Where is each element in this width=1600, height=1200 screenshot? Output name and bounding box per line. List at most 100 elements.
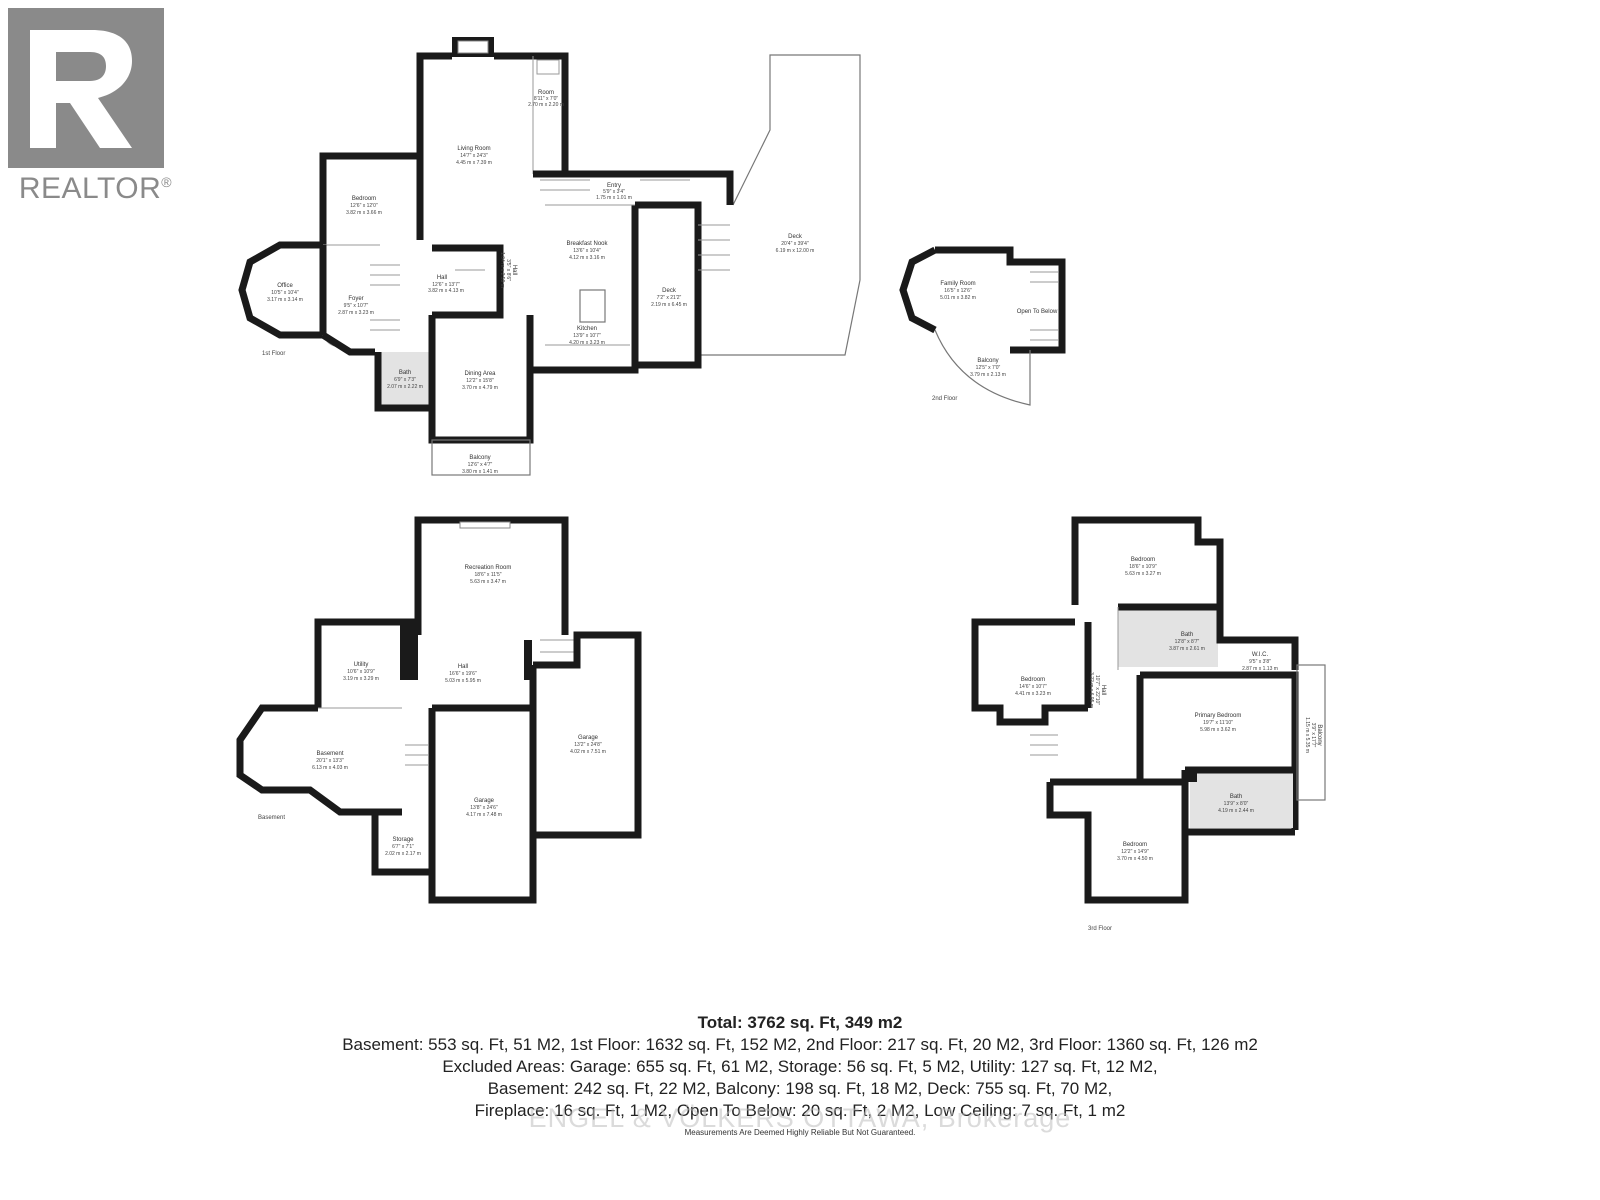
hall-bsmt-name: Hall xyxy=(458,664,468,670)
wic-imperial: 9'5" x 3'8" xyxy=(1249,659,1271,665)
summary-line-3: Basement: 242 sq. Ft, 22 M2, Balcony: 19… xyxy=(487,1079,1113,1098)
breakfast-imperial: 13'6" x 10'4" xyxy=(573,248,601,254)
hall-small-metric: 1.04 m x 2.59 m xyxy=(499,252,505,288)
bedroom-3a-name: Bedroom xyxy=(1131,557,1155,563)
floor-plan: Living Room 14'7" x 24'3" 4.45 m x 7.39 … xyxy=(236,37,1326,932)
hall-1f-imperial: 12'6" x 13'7" xyxy=(432,282,460,288)
summary-line-1: Basement: 553 sq. Ft, 51 M2, 1st Floor: … xyxy=(342,1035,1258,1054)
balcony-3f-name: Balcony xyxy=(1316,724,1322,745)
living-room-metric: 4.45 m x 7.39 m xyxy=(456,160,492,166)
deck-small-metric: 2.19 m x 6.45 m xyxy=(651,302,687,308)
summary-line-2: Excluded Areas: Garage: 655 sq. Ft, 61 M… xyxy=(442,1057,1158,1076)
second-floor-plan: Family Room 16'5" x 12'6" 5.01 m x 3.82 … xyxy=(899,246,1066,406)
office-metric: 3.17 m x 3.14 m xyxy=(267,297,303,303)
hall-3f-metric: 3.22 m x 6.95 m xyxy=(1088,672,1094,708)
bedroom-3a-metric: 5.63 m x 3.27 m xyxy=(1125,571,1161,577)
balcony-1f-name: Balcony xyxy=(469,455,490,461)
balcony-3f-imperial: 3'9" x 17'7" xyxy=(1310,723,1316,748)
basement-room-name: Basement xyxy=(316,751,343,757)
registered-mark: ® xyxy=(161,174,173,190)
garage-left-name: Garage xyxy=(474,798,495,804)
bedroom-1f-imperial: 12'6" x 12'0" xyxy=(350,203,378,209)
garage-right-metric: 4.02 m x 7.51 m xyxy=(570,749,606,755)
utility-name: Utility xyxy=(354,662,369,668)
garage-right-imperial: 13'2" x 24'8" xyxy=(574,742,602,748)
recreation-metric: 5.63 m x 3.47 m xyxy=(470,579,506,585)
deck-small-name: Deck xyxy=(662,288,677,294)
bedroom-3b-metric: 4.41 m x 3.23 m xyxy=(1015,691,1051,697)
bath-1f-imperial: 6'9" x 7'3" xyxy=(394,377,416,383)
dining-metric: 3.70 m x 4.79 m xyxy=(462,385,498,391)
bedroom-1f-name: Bedroom xyxy=(352,196,376,202)
room-small-imperial: 8'11" x 7'0" xyxy=(534,96,558,102)
entry-metric: 1.75 m x 1.01 m xyxy=(596,195,632,201)
basement-plan: Recreation Room 18'6" x 11'5" 5.63 m x 3… xyxy=(236,516,642,904)
first-floor-plan: Living Room 14'7" x 24'3" 4.45 m x 7.39 … xyxy=(238,37,861,476)
storage-metric: 2.02 m x 2.17 m xyxy=(385,851,421,857)
office-name: Office xyxy=(277,283,293,289)
total-area: Total: 3762 sq. Ft, 349 m2 xyxy=(697,1013,903,1032)
garage-right-name: Garage xyxy=(578,735,599,741)
hall-1f-metric: 3.82 m x 4.13 m xyxy=(428,288,464,294)
open-below-name: Open To Below xyxy=(1017,309,1058,315)
bedroom-3c-name: Bedroom xyxy=(1123,842,1147,848)
bath-1f-name: Bath xyxy=(399,370,411,376)
bath-1f-metric: 2.07 m x 2.22 m xyxy=(387,384,423,390)
bedroom-3c-metric: 3.70 m x 4.50 m xyxy=(1117,856,1153,862)
primary-name: Primary Bedroom xyxy=(1195,713,1242,719)
bedroom-3b-imperial: 14'6" x 10'7" xyxy=(1019,684,1047,690)
balcony-2f-metric: 3.79 m x 2.13 m xyxy=(970,372,1006,378)
hall-3f-imperial: 10'7" x 22'10" xyxy=(1094,675,1100,705)
primary-imperial: 19'7" x 11'10" xyxy=(1203,720,1233,726)
foyer-name: Foyer xyxy=(348,296,363,302)
breakfast-name: Breakfast Nook xyxy=(566,241,608,247)
realtor-wordmark: REALTOR® xyxy=(8,172,183,206)
deck-big-imperial: 20'4" x 39'4" xyxy=(781,241,809,247)
dining-imperial: 12'2" x 15'8" xyxy=(466,378,494,384)
wic-name: W.I.C. xyxy=(1252,652,1269,658)
storage-name: Storage xyxy=(392,837,414,843)
family-room-metric: 5.01 m x 3.82 m xyxy=(940,295,976,301)
bedroom-3a-imperial: 18'6" x 10'9" xyxy=(1129,564,1157,570)
balcony-1f-imperial: 12'6" x 4'7" xyxy=(468,462,493,468)
room-small-metric: 2.70 m x 2.20 m xyxy=(528,102,564,108)
third-floor-label: 3rd Floor xyxy=(1088,926,1112,932)
bedroom-3b-name: Bedroom xyxy=(1021,677,1045,683)
kitchen-name: Kitchen xyxy=(577,326,597,332)
room-small-name: Room xyxy=(538,90,554,96)
deck-small-imperial: 7'2" x 21'2" xyxy=(657,295,682,301)
balcony-2f-name: Balcony xyxy=(977,358,998,364)
dining-name: Dining Area xyxy=(464,371,496,377)
basement-room-metric: 6.13 m x 4.03 m xyxy=(312,765,348,771)
bedroom-1f-metric: 3.82 m x 3.66 m xyxy=(346,210,382,216)
bath-3a-metric: 3.87 m x 2.61 m xyxy=(1169,646,1205,652)
living-room-imperial: 14'7" x 24'3" xyxy=(460,153,488,159)
hall-3f-name: Hall xyxy=(1100,685,1106,695)
utility-imperial: 10'6" x 10'9" xyxy=(347,669,375,675)
bath-3a-imperial: 12'8" x 8'7" xyxy=(1175,639,1200,645)
primary-metric: 5.98 m x 3.62 m xyxy=(1200,727,1236,733)
first-floor-label: 1st Floor xyxy=(262,351,285,357)
entry-name: Entry xyxy=(607,183,621,189)
garage-left-metric: 4.17 m x 7.48 m xyxy=(466,812,502,818)
basement-floor-label: Basement xyxy=(258,815,285,821)
area-summary: Total: 3762 sq. Ft, 349 m2 Basement: 553… xyxy=(0,1012,1600,1137)
third-floor-plan: Bedroom 18'6" x 10'9" 5.63 m x 3.27 m Ba… xyxy=(971,516,1326,932)
bath-3a-name: Bath xyxy=(1181,632,1193,638)
bath-3b-metric: 4.19 m x 2.44 m xyxy=(1218,808,1254,814)
measurement-disclaimer: Measurements Are Deemed Highly Reliable … xyxy=(684,1128,916,1137)
basement-room-imperial: 20'1" x 13'3" xyxy=(316,758,344,764)
entry-imperial: 5'9" x 3'4" xyxy=(603,189,625,195)
deck-big-metric: 6.19 m x 12.00 m xyxy=(776,248,815,254)
balcony-2f-imperial: 12'5" x 7'0" xyxy=(976,365,1001,371)
bath-3b-imperial: 13'9" x 8'0" xyxy=(1224,801,1249,807)
breakfast-metric: 4.12 m x 3.16 m xyxy=(569,255,605,261)
family-room-name: Family Room xyxy=(940,281,975,287)
bedroom-3c-imperial: 12'2" x 14'9" xyxy=(1121,849,1149,855)
garage-left-imperial: 13'8" x 24'6" xyxy=(470,805,498,811)
realtor-brand-text: REALTOR xyxy=(18,172,162,205)
hall-1f-name: Hall xyxy=(437,275,447,281)
living-room-name: Living Room xyxy=(457,146,490,152)
recreation-imperial: 18'6" x 11'5" xyxy=(474,572,501,578)
brokerage-watermark: ENGEL & VÖLKERS OTTAWA, Brokerage xyxy=(528,1103,1072,1133)
